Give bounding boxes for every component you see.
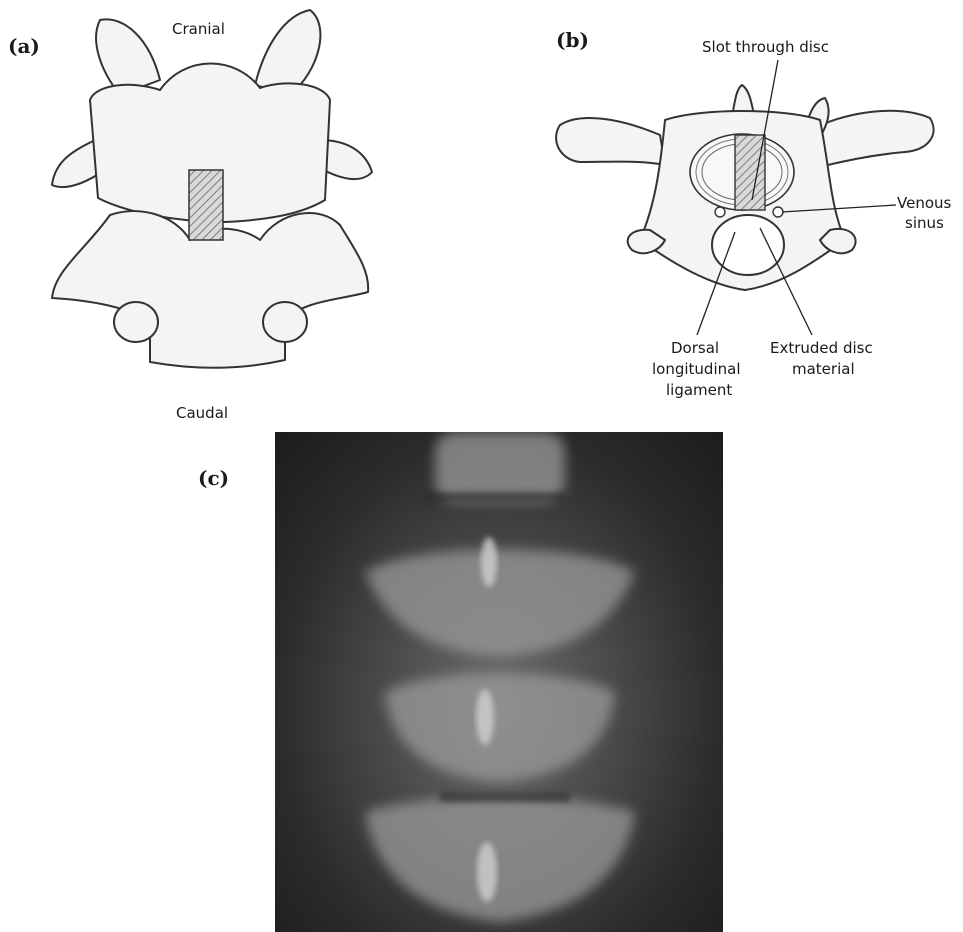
label-extruded-disc: Extruded disc	[770, 339, 873, 357]
xray-spinous-2	[476, 689, 494, 745]
label-slot-through-disc: Slot through disc	[702, 38, 829, 56]
right-caudal-articular-process	[263, 302, 307, 342]
xray-spinous-1	[481, 537, 497, 587]
left-caudal-articular-process	[114, 302, 158, 342]
label-material: material	[792, 360, 855, 378]
label-venous: Venous	[897, 194, 951, 212]
xray-disc-space-2	[440, 792, 570, 802]
xray-disc-space-1	[425, 492, 565, 502]
label-longitudinal: longitudinal	[652, 360, 740, 378]
xray-vertebra-3	[385, 673, 615, 782]
xray-vertebra-2	[365, 550, 635, 658]
radiograph-vertebrae	[275, 432, 723, 932]
label-dorsal: Dorsal	[671, 339, 719, 357]
disc-slot-hatched	[735, 135, 765, 210]
label-cranial: Cranial	[172, 20, 225, 38]
panel-letter-b: (b)	[556, 28, 589, 52]
xray-vertebra-4	[365, 797, 635, 922]
venous-sinus-right	[773, 207, 783, 217]
venous-sinus-left	[715, 207, 725, 217]
label-ligament: ligament	[666, 381, 732, 399]
left-transverse-wing	[556, 118, 665, 165]
panel-letter-a: (a)	[8, 34, 40, 58]
left-cranial-process	[96, 19, 160, 95]
label-sinus: sinus	[905, 214, 944, 232]
radiograph-image	[275, 432, 723, 932]
label-caudal: Caudal	[176, 404, 228, 422]
slot-hatched-area	[189, 170, 223, 240]
xray-vertebra-1	[435, 432, 565, 502]
panel-letter-c: (c)	[198, 466, 229, 490]
xray-spinous-3	[477, 842, 497, 902]
